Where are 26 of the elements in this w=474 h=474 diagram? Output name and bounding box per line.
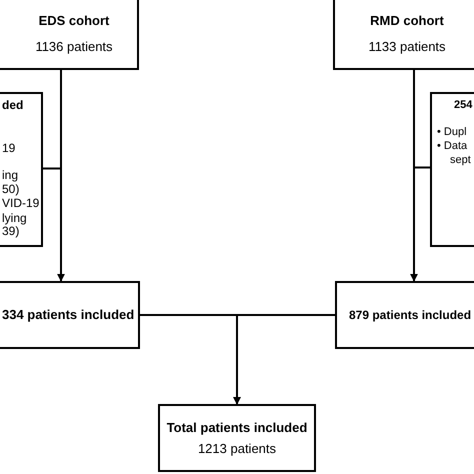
exclusion-item: • Data sept [437, 139, 472, 167]
box-title: EDS cohort [38, 12, 110, 30]
exclusion-item: • Dupl [437, 125, 468, 139]
connector-line [413, 70, 430, 168]
exclusion-text: lying [2, 211, 27, 225]
exclusion-text: VID-19 [2, 196, 40, 210]
connector-line [43, 70, 62, 170]
arrow [233, 314, 335, 405]
process-box [158, 404, 316, 472]
box-title: 334 patients included [2, 306, 134, 324]
box-title: 879 patients included [349, 307, 472, 324]
process-box [0, 0, 139, 70]
patient-count: 1136 patients [35, 38, 113, 56]
exclusion-text: ing [2, 168, 18, 182]
box-title: RMD cohort [370, 12, 444, 30]
process-box [333, 0, 474, 70]
process-box [335, 281, 474, 349]
box-heading: ded [2, 98, 24, 112]
box-heading: 254 [454, 98, 473, 112]
patient-count: 1213 patients [198, 440, 276, 458]
exclusion-text: 39) [2, 224, 20, 238]
exclusion-text: 50) [2, 182, 20, 196]
patient-count: 1133 patients [368, 38, 446, 56]
exclusion-text: 19 [2, 141, 16, 155]
box-title: Total patients included [166, 419, 308, 437]
process-box [0, 281, 140, 349]
